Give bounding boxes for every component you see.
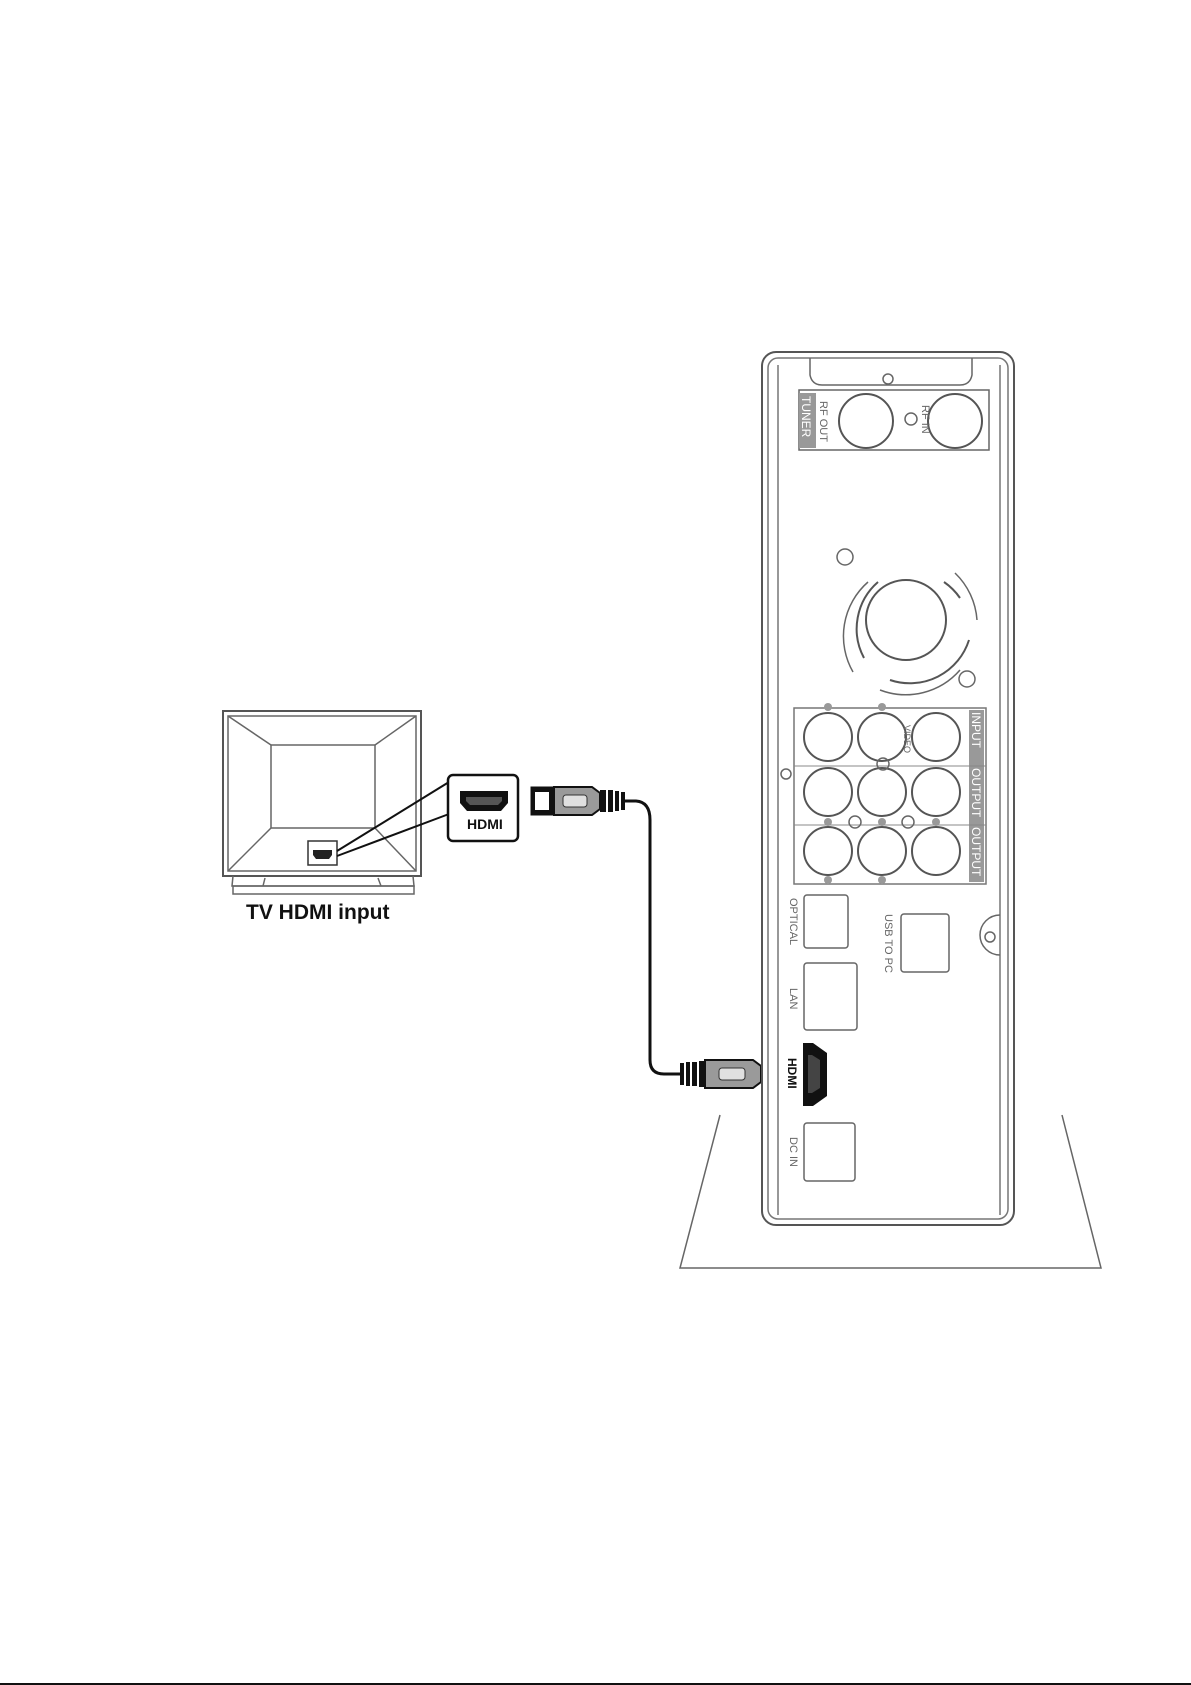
callout-line: [337, 782, 449, 851]
tv-bevel-line: [228, 828, 271, 871]
dc-in-label: DC IN: [787, 1137, 799, 1167]
hdmi-callout-label: HDMI: [467, 816, 503, 832]
tv-hdmi-port-icon: [313, 850, 332, 859]
hdmi-connector-tv-end: [531, 787, 625, 815]
tv-caption: TV HDMI input: [246, 901, 389, 924]
jack-marker-dot: [824, 703, 832, 711]
output-label: OUTPUT: [969, 768, 983, 818]
jack-marker-dot: [824, 818, 832, 826]
jack-marker-dot: [878, 818, 886, 826]
tv-base-foot: [378, 878, 381, 886]
tv-illustration: [223, 711, 421, 894]
rf-in-label: RF IN: [919, 405, 931, 434]
tv-bevel-line: [375, 716, 416, 745]
hdmi-cable: [625, 801, 680, 1074]
usb-to-pc-label: USB TO PC: [882, 914, 894, 973]
tv-bevel-line: [228, 716, 271, 745]
callout-line: [337, 814, 449, 856]
jack-marker-dot: [824, 876, 832, 884]
input-label: INPUT: [969, 712, 983, 749]
tv-base-foot: [263, 878, 265, 886]
jack-marker-dot: [878, 703, 886, 711]
jack-marker-dot: [878, 876, 886, 884]
tv-stand: [232, 876, 414, 886]
jack-marker-dot: [932, 818, 940, 826]
tv-screen: [271, 745, 375, 828]
rf-out-label: RF OUT: [817, 401, 829, 442]
output-label: OUTPUT: [969, 827, 983, 877]
optical-label: OPTICAL: [787, 898, 799, 945]
hdmi-port-label: HDMI: [785, 1058, 799, 1089]
video-label: VIDEO: [902, 725, 912, 753]
tv-base: [233, 886, 414, 894]
lan-label: LAN: [787, 988, 799, 1009]
tuner-label: TUNER: [799, 396, 813, 438]
